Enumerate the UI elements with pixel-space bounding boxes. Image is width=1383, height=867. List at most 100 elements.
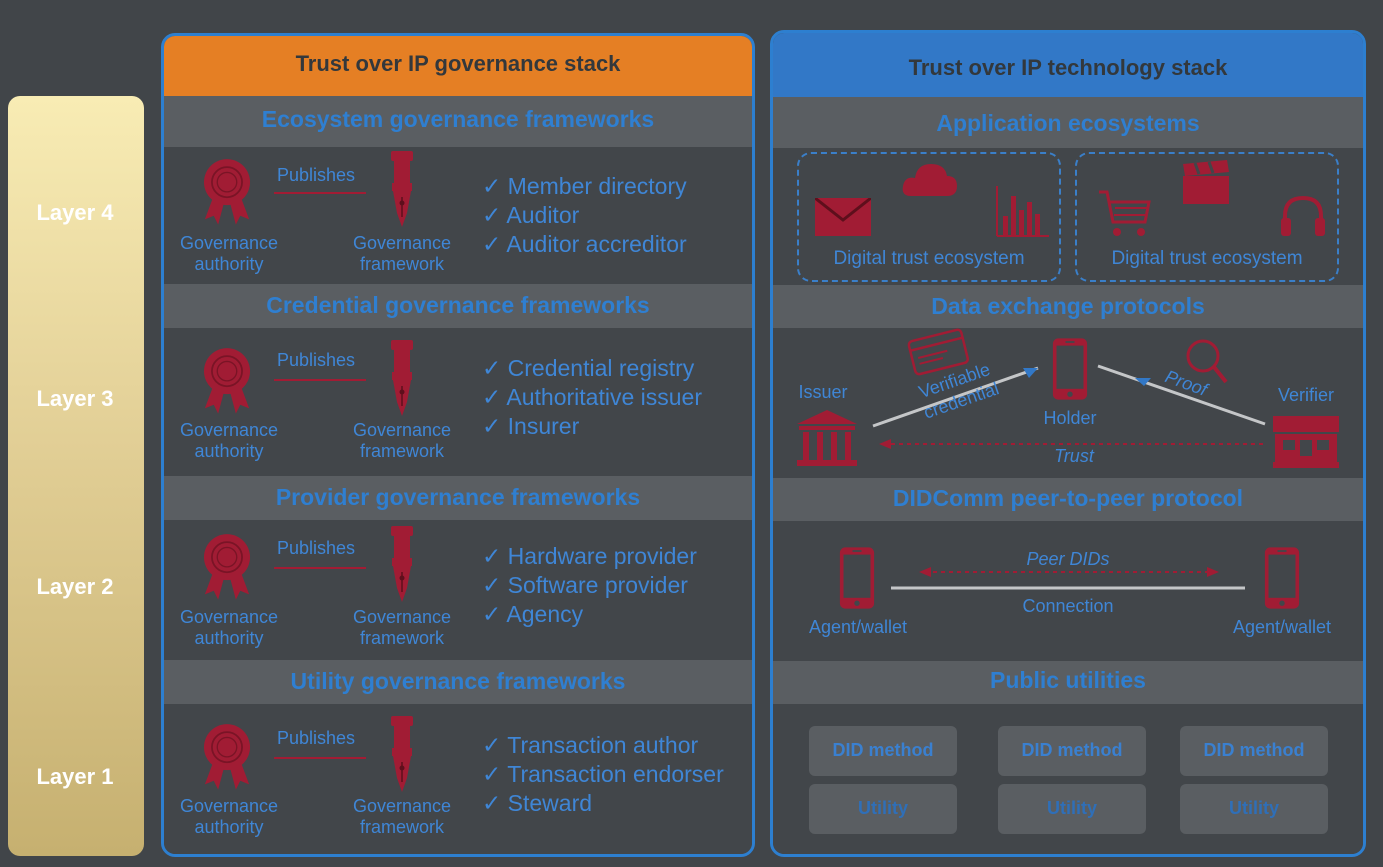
data-exchange-band: Data exchange protocols bbox=[773, 285, 1363, 328]
verifier-label: Verifier bbox=[1277, 385, 1335, 405]
public-utilities-band: Public utilities bbox=[773, 661, 1363, 704]
connection-label: Connection bbox=[1022, 596, 1114, 616]
credential-card-icon bbox=[907, 328, 970, 376]
shopping-cart-icon bbox=[1099, 190, 1151, 236]
layer-2-label: Layer 2 bbox=[36, 574, 114, 599]
checklist-item: ✓ Transaction endorser bbox=[482, 761, 724, 787]
layer-1-label: Layer 1 bbox=[36, 764, 114, 789]
trust-label: Trust bbox=[1054, 446, 1094, 466]
utility-box: Utility bbox=[809, 784, 957, 834]
fountain-pen-icon bbox=[387, 340, 417, 420]
utility-box: Utility bbox=[1180, 784, 1328, 834]
technology-stack-title: Trust over IP technology stack bbox=[773, 33, 1363, 97]
checklist-item: ✓ Steward bbox=[482, 790, 593, 816]
rosette-icon bbox=[196, 530, 258, 602]
agent-wallet-label: Agent/wallet bbox=[1232, 617, 1332, 637]
layer-column: Layer 4 Layer 3 Layer 2 Layer 1 bbox=[8, 96, 144, 856]
rosette-icon bbox=[196, 720, 258, 792]
publishes-arrow bbox=[274, 567, 366, 569]
layer-3-label: Layer 3 bbox=[36, 386, 114, 411]
publishes-label: Publishes bbox=[277, 538, 356, 558]
rosette-icon bbox=[196, 344, 258, 416]
did-method-box: DID method bbox=[809, 726, 957, 776]
utility-governance-band: Utility governance frameworks bbox=[164, 660, 752, 704]
envelope-icon bbox=[815, 198, 871, 236]
holder-verifier-line bbox=[1097, 364, 1266, 426]
checklist-item: ✓ Software provider bbox=[482, 572, 688, 598]
ecosystem-box-left: Digital trust ecosystem bbox=[797, 152, 1061, 282]
checklist-item: ✓ Auditor accreditor bbox=[482, 231, 687, 257]
ecosystem-governance-band: Ecosystem governance frameworks bbox=[164, 96, 752, 147]
arrow-head bbox=[1135, 378, 1151, 386]
governance-stack-panel: Trust over IP governance stack Ecosystem… bbox=[161, 33, 755, 857]
ecosystem-label: Digital trust ecosystem bbox=[1111, 248, 1303, 269]
utility-box: Utility bbox=[998, 784, 1146, 834]
headphones-icon bbox=[1281, 196, 1325, 236]
checklist-item: ✓ Insurer bbox=[482, 413, 580, 439]
holder-phone-icon bbox=[1052, 338, 1088, 400]
arrow-head bbox=[1023, 368, 1038, 378]
issuer-holder-line bbox=[872, 366, 1039, 428]
checklist-item: ✓ Authoritative issuer bbox=[482, 384, 702, 410]
application-ecosystems-band: Application ecosystems bbox=[773, 97, 1363, 148]
publishes-arrow bbox=[274, 379, 366, 381]
ecosystem-label: Digital trust ecosystem bbox=[833, 248, 1025, 269]
cloud-icon bbox=[902, 164, 957, 196]
didcomm-body: Peer DIDs Connection Agent/wallet Agent/… bbox=[773, 521, 1363, 661]
didcomm-band: DIDComm peer-to-peer protocol bbox=[773, 478, 1363, 521]
rosette-icon bbox=[196, 155, 258, 227]
checklist-item: ✓ Member directory bbox=[482, 173, 687, 199]
bank-icon bbox=[797, 410, 857, 466]
bar-chart-icon bbox=[996, 186, 1049, 237]
checklist-item: ✓ Hardware provider bbox=[482, 543, 697, 569]
publishes-arrow bbox=[274, 757, 366, 759]
agent-wallet-phone-icon bbox=[1264, 547, 1300, 609]
publishes-label: Publishes bbox=[277, 350, 356, 370]
publishes-arrow bbox=[274, 192, 366, 194]
holder-label: Holder bbox=[1043, 408, 1097, 428]
credential-governance-band: Credential governance frameworks bbox=[164, 284, 752, 328]
checklist-item: ✓ Agency bbox=[482, 601, 584, 627]
technology-stack-panel: Trust over IP technology stack Applicati… bbox=[770, 30, 1366, 857]
fountain-pen-icon bbox=[387, 151, 417, 231]
checklist-item: ✓ Credential registry bbox=[482, 355, 695, 381]
exchange-diagram bbox=[797, 328, 1339, 468]
provider-governance-band: Provider governance frameworks bbox=[164, 476, 752, 520]
fountain-pen-icon bbox=[387, 716, 417, 796]
storefront-icon bbox=[1273, 416, 1339, 468]
agent-wallet-phone-icon bbox=[839, 547, 875, 609]
did-method-box: DID method bbox=[998, 726, 1146, 776]
magnifier-icon bbox=[1186, 339, 1228, 384]
governance-stack-title: Trust over IP governance stack bbox=[164, 36, 752, 96]
agent-wallet-label: Agent/wallet bbox=[808, 617, 908, 637]
application-ecosystems-body: Digital trust ecosystem Digital tr bbox=[773, 148, 1363, 285]
layer-4-label: Layer 4 bbox=[36, 200, 114, 225]
publishes-label: Publishes bbox=[277, 728, 356, 748]
didcomm-diagram bbox=[839, 547, 1300, 609]
ecosystem-box-right: Digital trust ecosystem bbox=[1075, 152, 1339, 282]
provider-checklist: ✓ Hardware provider ✓ Software provider … bbox=[482, 542, 697, 629]
public-utilities-body: DID method DID method DID method Utility… bbox=[773, 704, 1363, 854]
peer-dids-label: Peer DIDs bbox=[1026, 549, 1110, 569]
did-method-box: DID method bbox=[1180, 726, 1328, 776]
checklist-item: ✓ Transaction author bbox=[482, 732, 699, 758]
checklist-item: ✓ Auditor bbox=[482, 202, 580, 228]
utility-checklist: ✓ Transaction author ✓ Transaction endor… bbox=[482, 731, 724, 818]
issuer-label: Issuer bbox=[798, 382, 848, 402]
credential-checklist: ✓ Credential registry ✓ Authoritative is… bbox=[482, 354, 702, 441]
fountain-pen-icon bbox=[387, 526, 417, 606]
publishes-label: Publishes bbox=[277, 165, 356, 185]
